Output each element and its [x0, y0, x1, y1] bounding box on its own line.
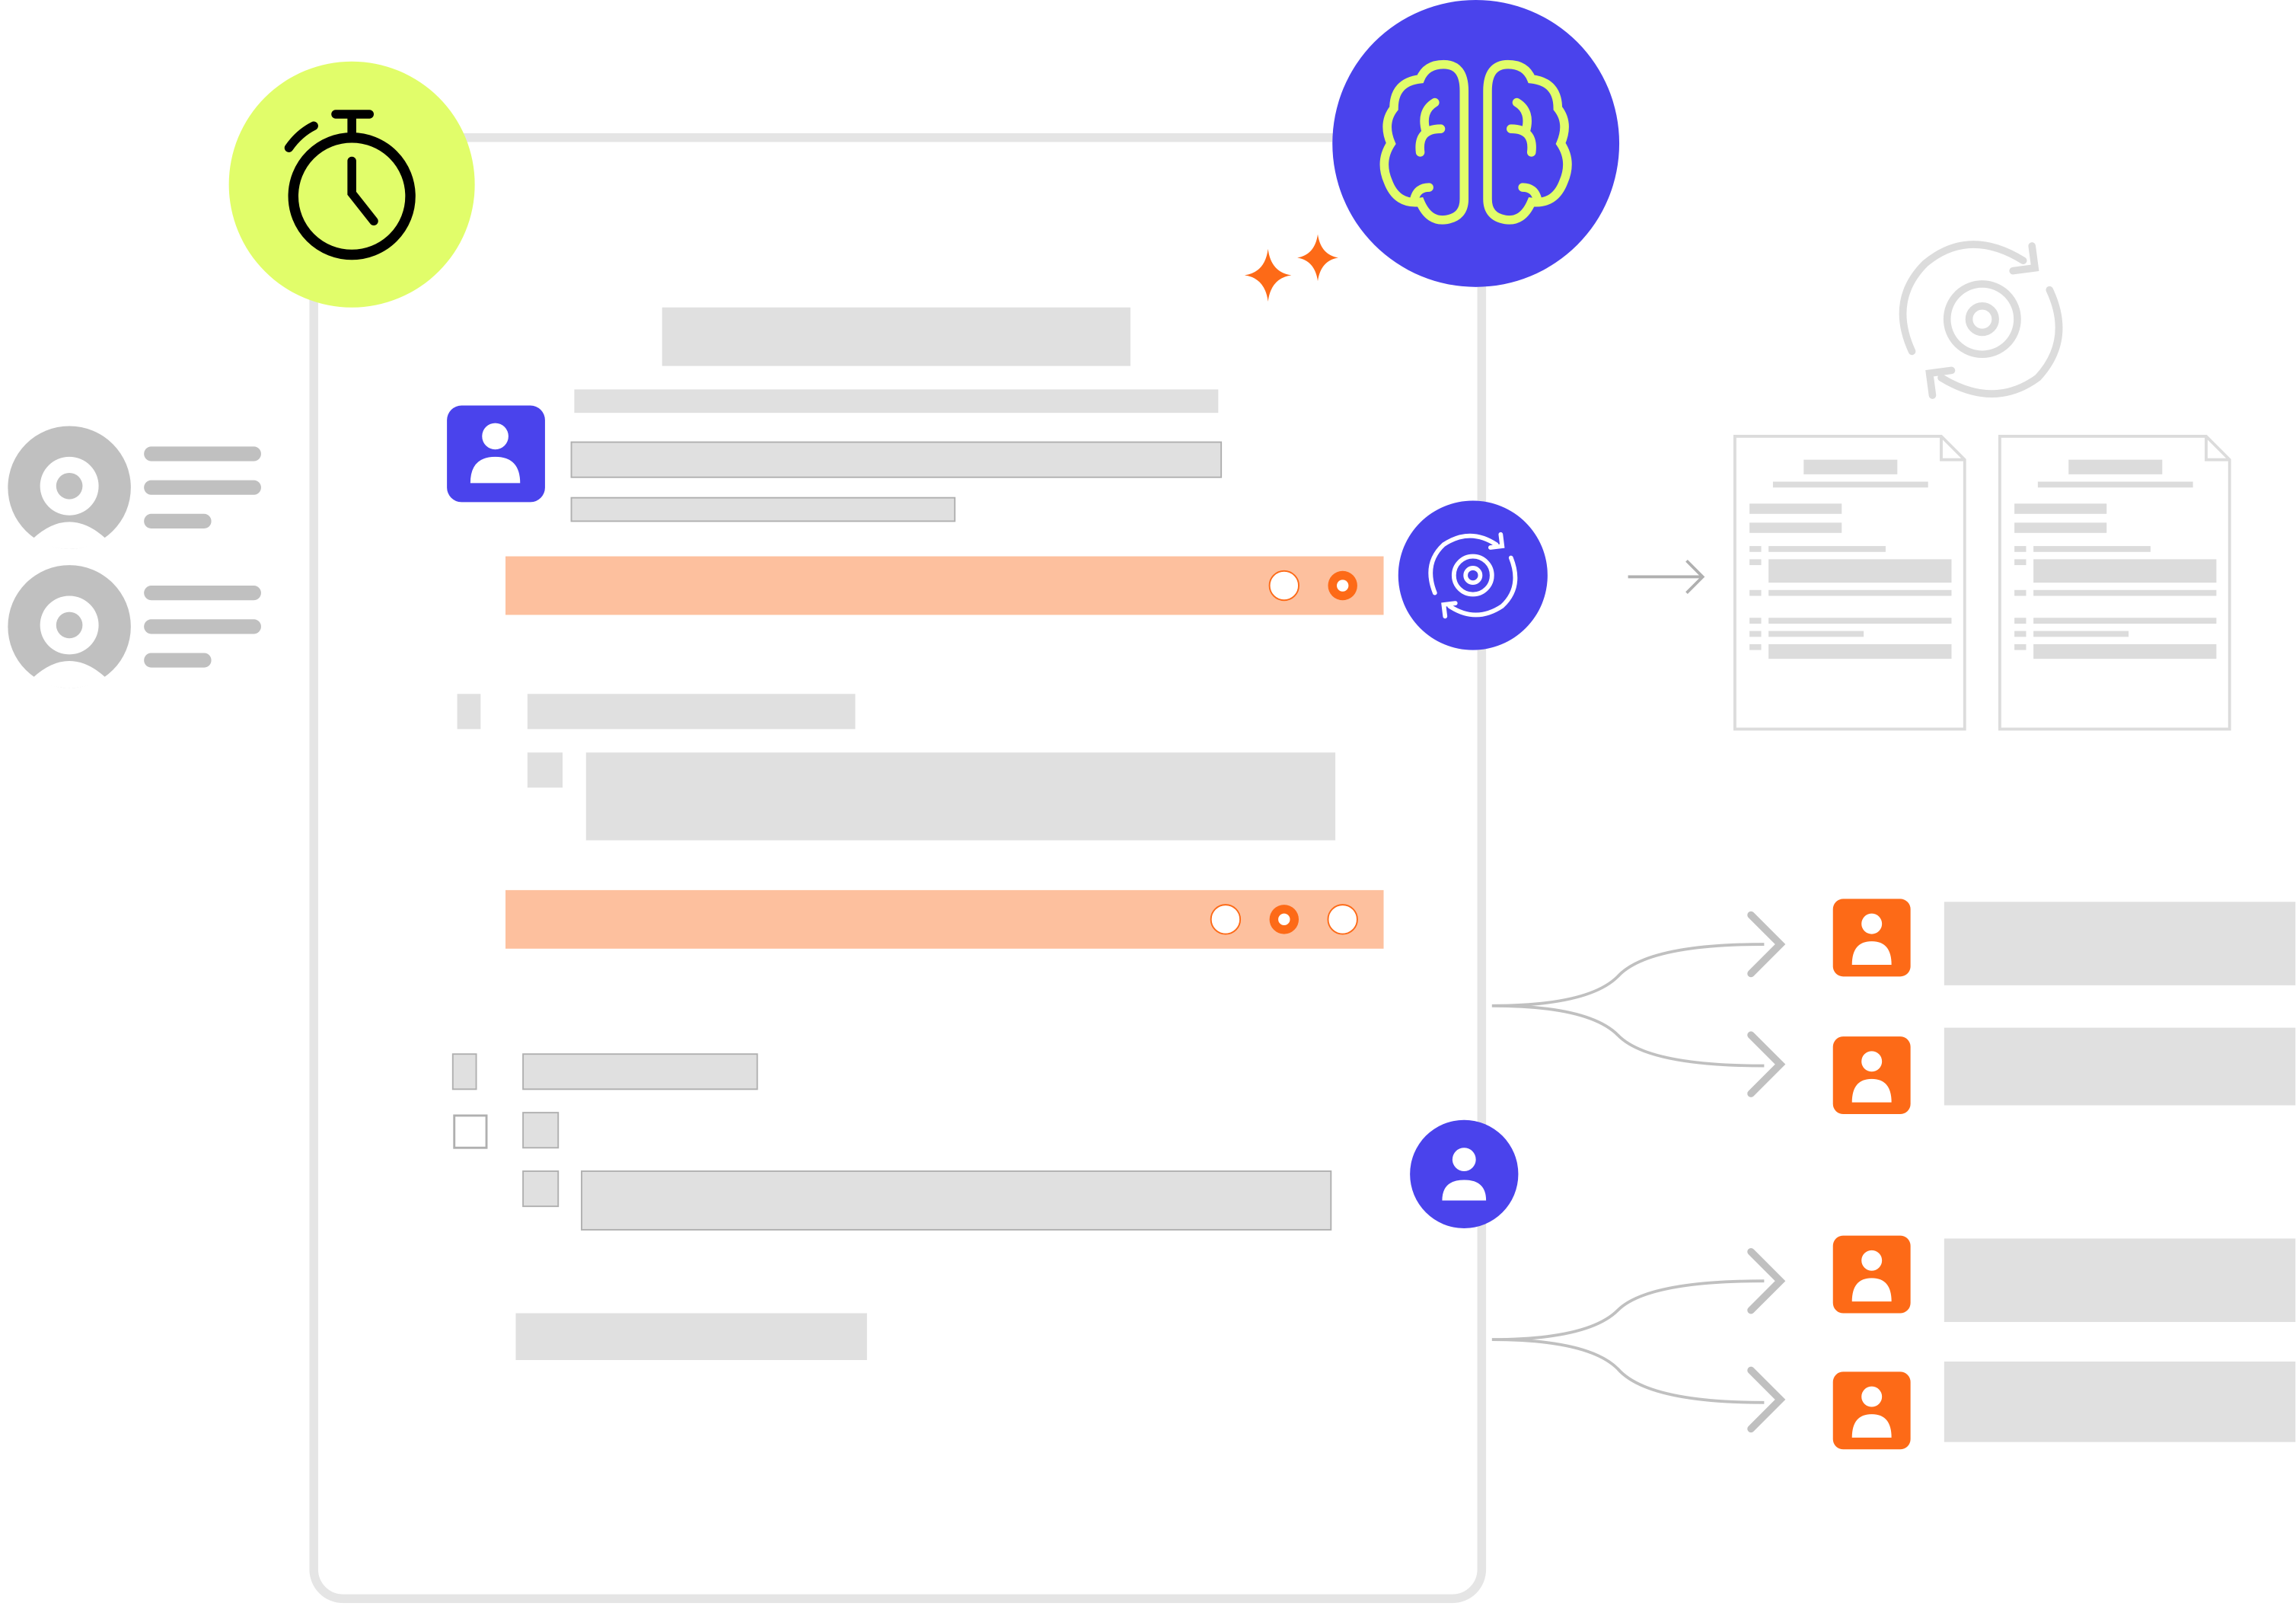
assignee-4 — [1832, 1371, 1911, 1450]
chevron-right-icon — [1747, 1366, 1786, 1433]
user-icon — [1410, 1119, 1519, 1228]
radio-option[interactable] — [1268, 570, 1299, 602]
short-input[interactable] — [570, 496, 956, 522]
assignee-card-4 — [1944, 1361, 2296, 1442]
assignee-card-1 — [1944, 902, 2296, 985]
textarea[interactable] — [581, 1170, 1332, 1231]
assignee-2 — [1832, 1036, 1911, 1115]
subtitle-placeholder — [574, 389, 1219, 413]
list-bullet — [527, 752, 563, 788]
submit-button-placeholder[interactable] — [515, 1313, 867, 1361]
chevron-right-icon — [1747, 911, 1786, 978]
brain-icon — [1332, 0, 1620, 287]
field-label — [522, 1053, 758, 1090]
arrow-right-icon — [1628, 559, 1705, 594]
automation-gear-icon — [1398, 500, 1548, 650]
highlight-row-2 — [505, 889, 1384, 949]
routing-branches — [1491, 943, 1765, 1404]
list-bullet — [522, 1112, 560, 1149]
list-bullet — [451, 1053, 477, 1090]
user-list-icon-1 — [8, 426, 261, 549]
gear-cycle-icon — [1899, 241, 2063, 399]
user-avatar — [447, 405, 545, 503]
assignee-card-2 — [1944, 1027, 2296, 1106]
sparkle-icon — [1244, 234, 1338, 302]
text-input[interactable] — [570, 441, 1223, 478]
chevron-right-icon — [1747, 1247, 1786, 1314]
radio-option[interactable] — [1210, 904, 1242, 935]
title-placeholder — [662, 307, 1130, 366]
text-block — [585, 752, 1336, 841]
document-icon — [1733, 434, 1966, 731]
checkbox[interactable] — [453, 1114, 488, 1149]
user-list-icon-2 — [8, 565, 261, 688]
chevron-right-icon — [1747, 1031, 1786, 1097]
list-label — [527, 694, 856, 730]
radio-option[interactable] — [1327, 904, 1358, 935]
assignee-1 — [1832, 899, 1911, 977]
list-bullet — [522, 1170, 560, 1208]
assignee-3 — [1832, 1235, 1911, 1314]
document-icon — [1998, 434, 2231, 731]
assignee-card-3 — [1944, 1238, 2296, 1323]
list-bullet — [457, 694, 481, 730]
highlight-row-1 — [505, 556, 1384, 615]
stopwatch-icon — [228, 61, 475, 308]
